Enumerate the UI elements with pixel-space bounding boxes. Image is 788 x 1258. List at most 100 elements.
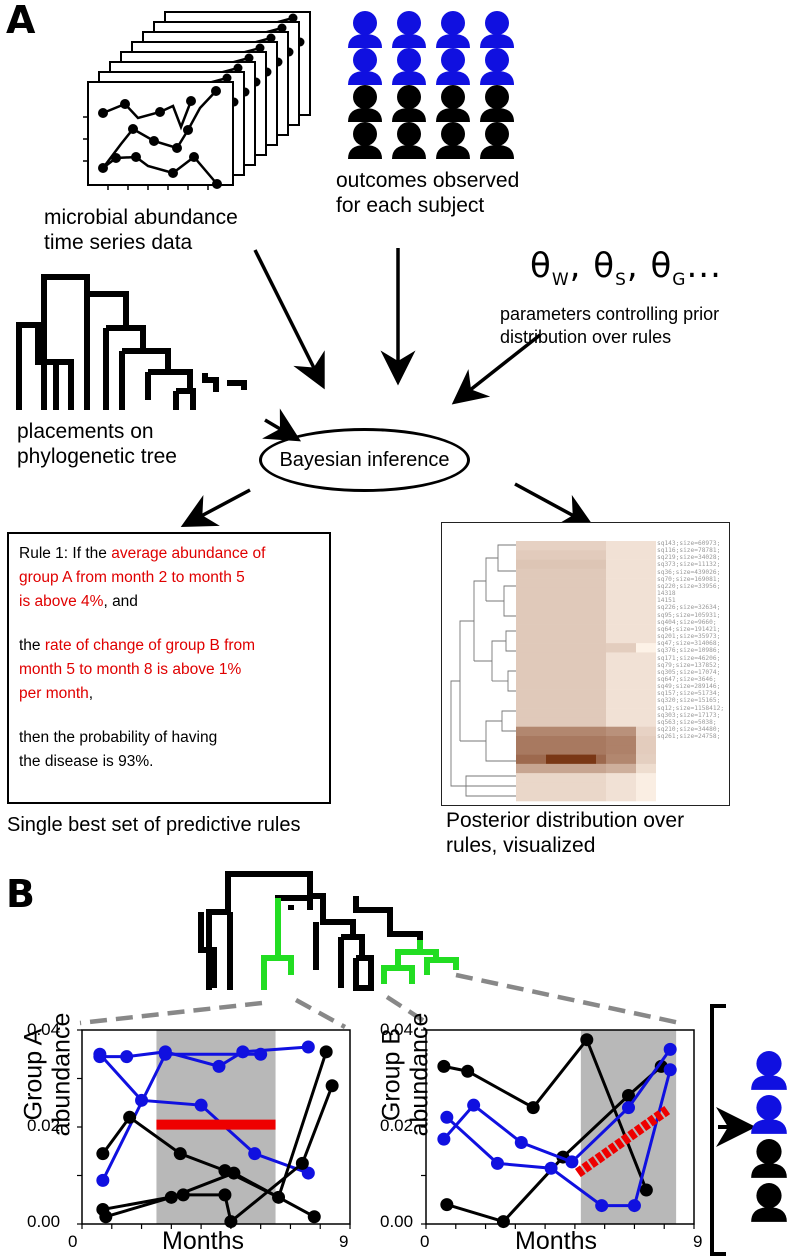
heatmap-cell — [576, 745, 586, 755]
heatmap-cell — [636, 726, 646, 737]
heatmap-cell — [546, 717, 556, 728]
heatmap-cell — [646, 782, 656, 793]
heatmap-cell — [536, 754, 546, 765]
heatmap-cell — [586, 708, 596, 718]
heatmap-cell — [536, 615, 546, 625]
person-icon — [751, 1139, 787, 1178]
heatmap-cell — [626, 559, 636, 570]
heatmap-cell — [556, 652, 566, 663]
heatmap-cell — [606, 782, 616, 793]
heatmap-cell — [546, 763, 556, 774]
series-point — [639, 1183, 653, 1197]
heatmap-cell — [606, 550, 616, 560]
group-b-xlabel: Months — [515, 1227, 597, 1255]
heatmap-cell — [616, 754, 626, 765]
heatmap-cell — [546, 606, 556, 616]
series-point — [437, 1132, 451, 1146]
heatmap-cell — [546, 782, 556, 793]
heatmap-cell — [646, 736, 656, 746]
heatmap-cell — [516, 568, 526, 579]
heatmap-cell — [546, 680, 556, 690]
heatmap-cell — [636, 736, 646, 746]
series-point — [461, 1064, 475, 1078]
heatmap-cell — [626, 587, 636, 598]
heatmap-cell — [606, 652, 616, 663]
rule-threshold-segment — [574, 1105, 671, 1178]
heatmap-cell — [596, 559, 606, 570]
heatmap-cell — [606, 726, 616, 737]
heatmap-cell — [526, 782, 536, 793]
person-icon — [751, 1095, 787, 1134]
heatmap-cell — [536, 568, 546, 579]
heatmap-cell — [636, 652, 646, 663]
series-point — [621, 1088, 635, 1102]
heatmap-cell — [516, 689, 526, 700]
heatmap-cell — [526, 596, 536, 607]
heatmap-cell — [636, 791, 646, 802]
heatmap-cell — [596, 550, 606, 560]
series-point — [319, 1045, 333, 1059]
series-point — [544, 1161, 558, 1175]
series-line — [442, 1048, 672, 1164]
heatmap-cell — [636, 633, 646, 644]
heatmap-cell — [556, 643, 566, 653]
heatmap-cell — [586, 568, 596, 579]
group-a-ytick-top: 0.04 — [27, 1020, 61, 1039]
heatmap-cell — [516, 680, 526, 690]
theta-ellipsis: ... — [686, 246, 722, 286]
heatmap-cell — [526, 652, 536, 663]
group-a-chart — [77, 1029, 351, 1229]
heatmap-cell — [596, 745, 606, 755]
heatmap-cell — [606, 624, 616, 635]
heatmap-cell — [536, 773, 546, 783]
heatmap-cell — [606, 661, 616, 672]
heatmap-cell — [546, 773, 556, 783]
rule-line-7: then the probability of having — [19, 729, 218, 746]
heatmap-cell — [636, 624, 646, 635]
heatmap-cell — [586, 624, 596, 635]
heatmap-cell — [626, 550, 636, 560]
person-icon — [480, 48, 514, 85]
heatmap-cell — [566, 652, 576, 663]
heatmap-cell — [546, 633, 556, 644]
series-point — [496, 1215, 510, 1229]
tree-caption: placements on phylogenetic tree — [17, 419, 177, 469]
heatmap-cell — [616, 643, 626, 653]
series-point — [301, 1166, 315, 1180]
group-b-chart — [421, 1029, 695, 1229]
heatmap-cell — [566, 745, 576, 755]
heatmap-cell — [616, 596, 626, 607]
heatmap-cell — [526, 745, 536, 755]
heatmap-cell — [536, 698, 546, 709]
heatmap-cell — [586, 680, 596, 690]
heatmap-cell — [646, 717, 656, 728]
heatmap-cell — [626, 773, 636, 783]
heatmap-cell — [596, 726, 606, 737]
heatmap-cell — [546, 726, 556, 737]
heatmap-cell — [636, 773, 646, 783]
heatmap-cell — [556, 633, 566, 644]
rule-line-8: the disease is 93%. — [19, 753, 154, 770]
heatmap-cell — [536, 596, 546, 607]
heatmap-cell — [636, 587, 646, 598]
series-point — [99, 1210, 113, 1224]
heatmap-cell — [556, 754, 566, 765]
person-icon — [480, 11, 514, 48]
person-icon — [751, 1051, 787, 1090]
heatmap-cell — [646, 671, 656, 681]
heatmap-cell — [546, 736, 556, 746]
heatmap-cell — [586, 782, 596, 793]
heatmap-cell — [556, 587, 566, 598]
heatmap-cell — [586, 791, 596, 802]
series-point — [123, 1110, 137, 1124]
heatmap-cell — [566, 726, 576, 737]
heatmap-cell — [576, 624, 586, 635]
person-icon — [348, 122, 382, 159]
heatmap-cell — [556, 791, 566, 802]
heatmap-cell — [546, 624, 556, 635]
heatmap-cell — [626, 624, 636, 635]
heatmap-cell — [526, 550, 536, 560]
heatmap-cell — [626, 680, 636, 690]
heatmap-cell — [626, 782, 636, 793]
series-point — [164, 1190, 178, 1204]
